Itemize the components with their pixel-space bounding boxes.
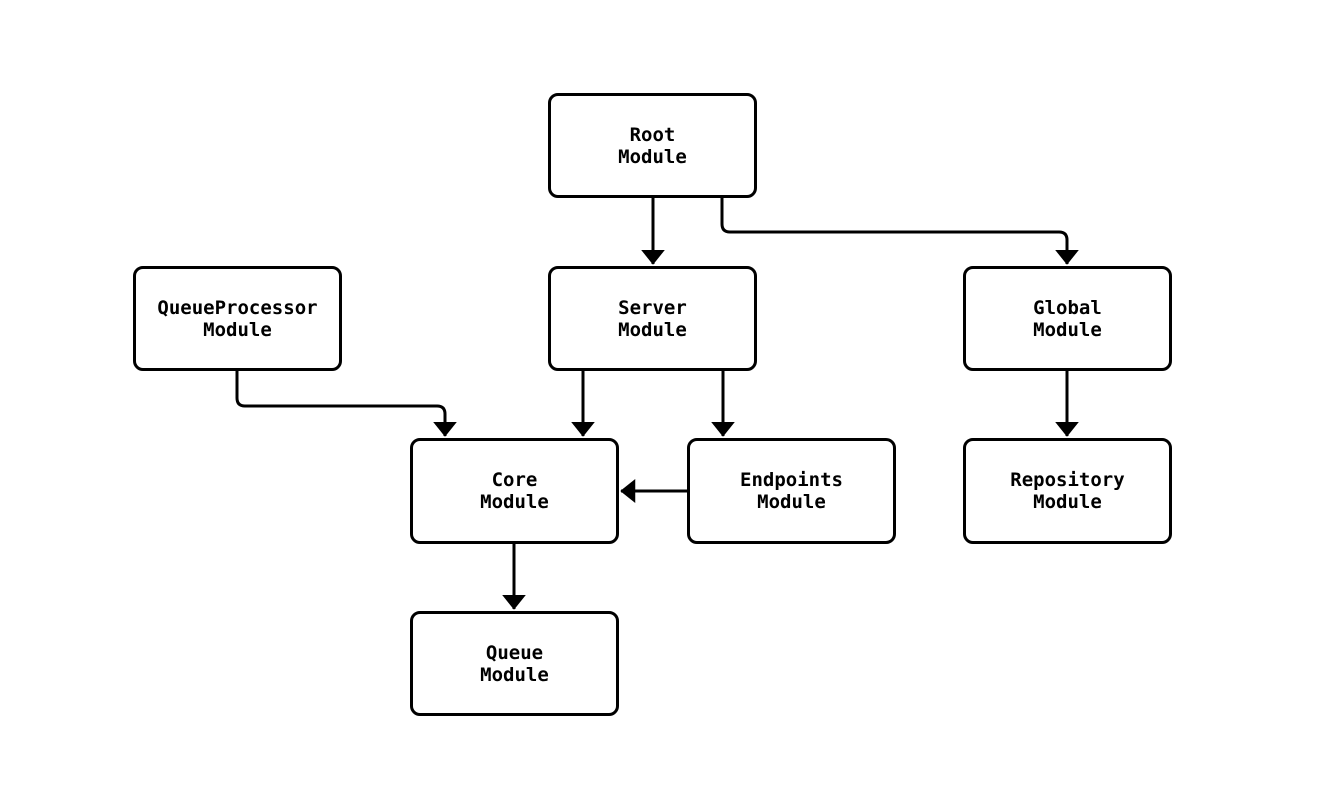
node-root-module-label: Root Module bbox=[618, 123, 687, 168]
node-endpoints-module: Endpoints Module bbox=[687, 438, 896, 544]
node-core-module-label: Core Module bbox=[480, 469, 549, 513]
node-queueprocessor-module: QueueProcessor Module bbox=[133, 266, 342, 371]
node-repository-module: Repository Module bbox=[963, 438, 1172, 544]
node-queue-module-label: Queue Module bbox=[480, 641, 549, 686]
node-server-module-label: Server Module bbox=[618, 296, 687, 341]
node-server-module: Server Module bbox=[548, 266, 757, 371]
node-repository-module-label: Repository Module bbox=[1010, 469, 1125, 513]
edge-root-to-global bbox=[720, 198, 1079, 265]
node-queue-module: Queue Module bbox=[410, 611, 619, 716]
node-global-module: Global Module bbox=[963, 266, 1172, 371]
node-endpoints-module-label: Endpoints Module bbox=[740, 469, 843, 513]
node-core-module: Core Module bbox=[410, 438, 619, 544]
node-queueprocessor-module-label: QueueProcessor Module bbox=[157, 296, 318, 341]
edge-queueprocessor-to-core bbox=[235, 371, 457, 437]
node-global-module-label: Global Module bbox=[1033, 296, 1102, 341]
node-root-module: Root Module bbox=[548, 93, 757, 198]
